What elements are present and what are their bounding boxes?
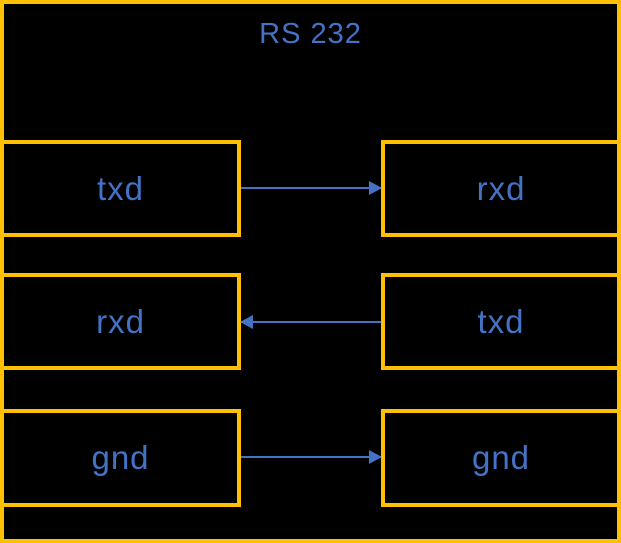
pin-label-left-row3: gnd (91, 439, 150, 476)
pin-label-right-row2: txd (477, 302, 525, 340)
signal-arrow-row3 (241, 450, 382, 464)
diagram-title: RS 232 (259, 18, 362, 50)
pin-box-right-row3: gnd (381, 409, 617, 507)
pin-box-left-row1: txd (4, 140, 241, 237)
pin-label-right-row1: rxd (476, 169, 526, 207)
signal-arrow-row2 (240, 315, 381, 329)
signal-arrow-row1 (241, 181, 382, 195)
pin-box-right-row2: txd (381, 273, 617, 370)
pin-box-left-row2: rxd (4, 273, 241, 370)
pin-box-left-row3: gnd (4, 409, 241, 507)
pin-label-left-row1: txd (96, 169, 145, 207)
pin-label-left-row2: rxd (96, 302, 145, 340)
pin-label-right-row3: gnd (471, 439, 531, 476)
pin-box-right-row1: rxd (381, 140, 617, 237)
